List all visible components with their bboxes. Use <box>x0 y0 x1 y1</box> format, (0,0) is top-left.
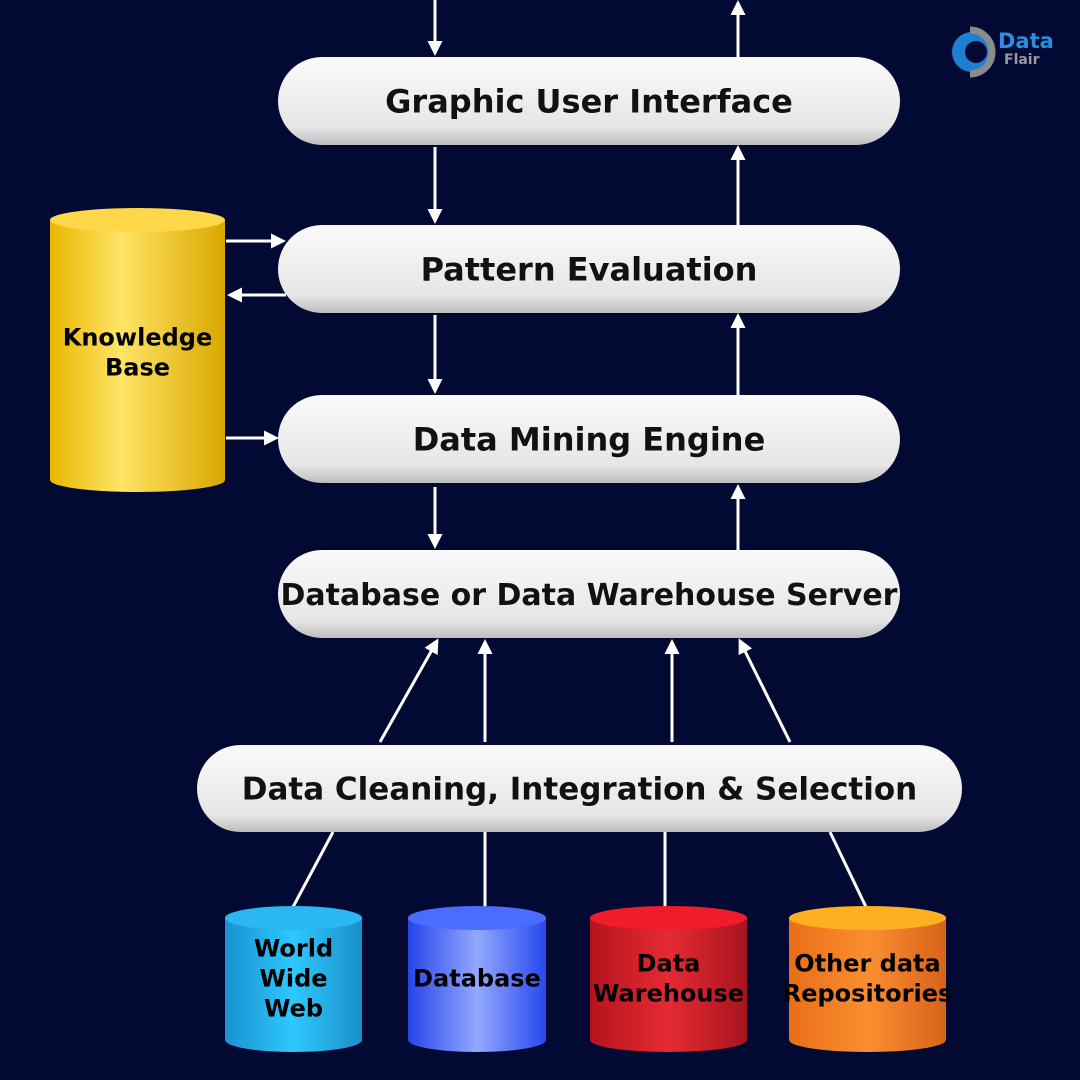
layer-label: Data Mining Engine <box>413 421 766 459</box>
logo-line2: Flair <box>1004 52 1040 68</box>
layer-box <box>197 745 962 832</box>
layer-box <box>278 550 900 638</box>
layer-cleaning: Data Cleaning, Integration & Selection <box>197 745 962 832</box>
source-other-repositories-label: Other data <box>794 949 940 977</box>
line-www-to-clean <box>291 831 335 908</box>
layer-engine: Data Mining Engine <box>278 395 900 483</box>
arrows <box>226 0 868 908</box>
layer-gui: Graphic User Interface <box>278 57 900 145</box>
source-data-warehouse-label: Warehouse <box>593 979 744 1007</box>
arrow-clean-to-server-1 <box>378 638 439 743</box>
layer-label: Database or Data Warehouse Server <box>281 578 898 613</box>
layer-pattern: Pattern Evaluation <box>278 225 900 313</box>
knowledge-base-cylinder-label: Base <box>105 353 170 381</box>
layer-label: Pattern Evaluation <box>421 251 758 289</box>
knowledge-base-cylinder-label: Knowledge <box>63 323 212 351</box>
source-world-wide-web-label: World <box>254 934 333 962</box>
layer-server: Database or Data Warehouse Server <box>278 550 900 638</box>
layer-box <box>278 225 900 313</box>
layer-label: Data Cleaning, Integration & Selection <box>242 772 918 808</box>
dataflair-logo: Data Flair <box>952 26 1054 78</box>
source-data-warehouse-label: Data <box>637 949 701 977</box>
arrow-clean-to-server-4 <box>738 638 792 743</box>
source-world-wide-web-label: Web <box>264 994 323 1022</box>
source-database: Database <box>408 906 546 1052</box>
logo-line1: Data <box>998 29 1054 53</box>
source-other-repositories-label: Repositories <box>783 979 953 1007</box>
layer-label: Graphic User Interface <box>385 83 793 121</box>
source-world-wide-web-label: Wide <box>259 964 327 992</box>
layer-box <box>278 395 900 483</box>
line-other-to-clean <box>828 831 868 908</box>
layer-box <box>278 57 900 145</box>
source-database-label: Database <box>413 964 541 992</box>
